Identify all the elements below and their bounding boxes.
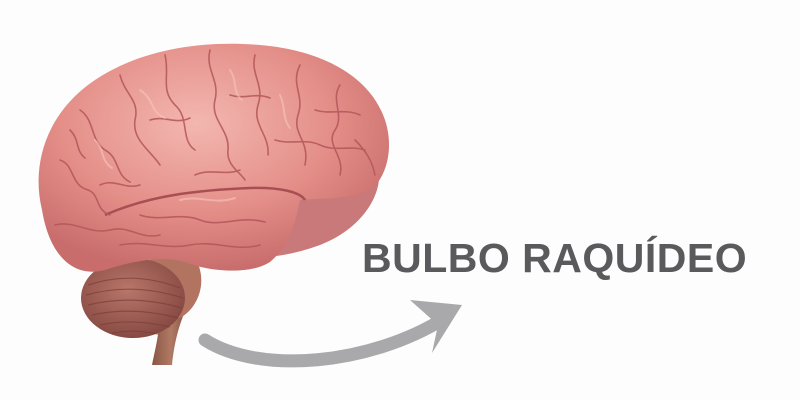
cerebellum — [81, 258, 185, 338]
structure-label: BULBO RAQUÍDEO — [362, 235, 748, 281]
cerebrum — [38, 43, 390, 272]
pointer-arrow-icon — [198, 300, 462, 368]
